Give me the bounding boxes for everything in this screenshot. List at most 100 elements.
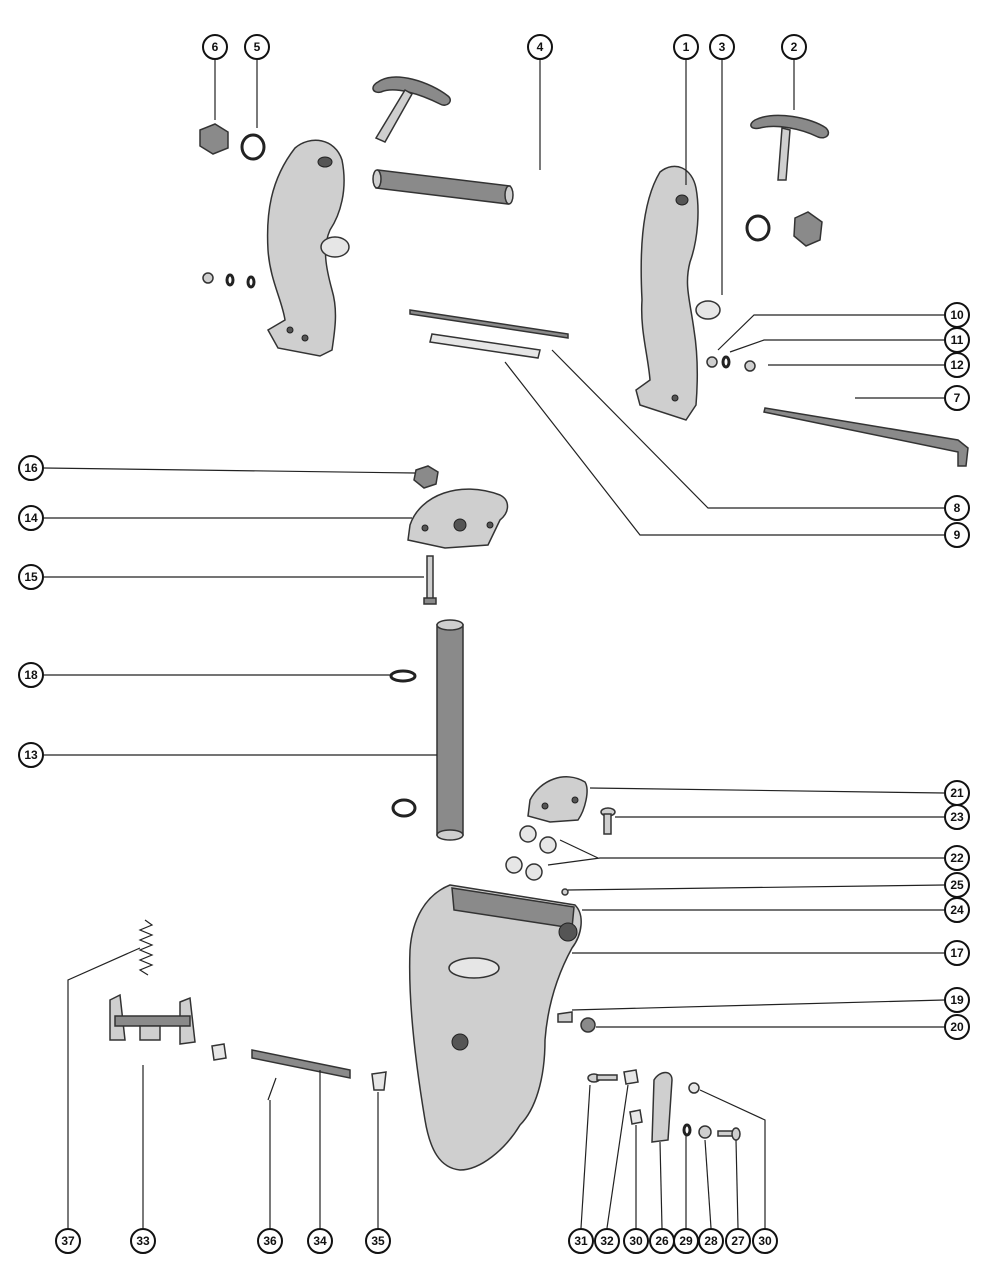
bushing-32	[623, 1069, 639, 1085]
callout-37: 37	[55, 1228, 81, 1254]
left-bracket-bolt-hole	[286, 326, 294, 334]
left-small-nut	[202, 272, 214, 284]
right-nut	[793, 211, 823, 247]
callout-label: 31	[574, 1234, 588, 1248]
callout-circle	[698, 1228, 724, 1254]
callout-28: 28	[698, 1228, 724, 1254]
callout-circle	[257, 1228, 283, 1254]
grommet-22	[519, 825, 537, 843]
callout-circle	[944, 804, 970, 830]
callout-label: 27	[731, 1234, 745, 1248]
callout-label: 1	[683, 40, 690, 54]
callout-6: 6	[202, 34, 228, 60]
callout-circle	[594, 1228, 620, 1254]
callout-circle	[944, 352, 970, 378]
plug-20	[580, 1017, 596, 1033]
callout-26: 26	[649, 1228, 675, 1254]
callout-29: 29	[673, 1228, 699, 1254]
left-bracket-hole	[317, 156, 333, 168]
callout-label: 13	[24, 748, 38, 762]
callout-33: 33	[130, 1228, 156, 1254]
left-bracket-pad	[320, 236, 350, 258]
callout-label: 3	[719, 40, 726, 54]
callout-10: 10	[944, 302, 970, 328]
callout-label: 30	[629, 1234, 643, 1248]
callout-label: 8	[954, 501, 961, 515]
callout-circle	[673, 34, 699, 60]
callout-label: 21	[950, 786, 964, 800]
right-bracket-hole	[675, 194, 689, 206]
callout-label: 37	[61, 1234, 75, 1248]
callout-22: 22	[944, 845, 970, 871]
callout-21: 21	[944, 780, 970, 806]
callout-label: 35	[371, 1234, 385, 1248]
o-ring-18	[389, 669, 417, 683]
screw-19	[557, 1011, 573, 1023]
callout-label: 18	[24, 668, 38, 682]
bolt-31	[587, 1073, 618, 1083]
callout-18: 18	[18, 662, 44, 688]
left-nut	[199, 123, 229, 155]
grommet-22	[525, 863, 543, 881]
callout-7: 7	[944, 385, 970, 411]
callout-label: 11	[951, 333, 964, 347]
callout-label: 19	[950, 993, 964, 1007]
nut-16	[413, 465, 439, 489]
left-small-washer	[246, 275, 256, 289]
callout-label: 32	[600, 1234, 614, 1248]
callout-label: 26	[655, 1234, 669, 1248]
callout-circle	[18, 662, 44, 688]
leader-lines	[43, 60, 945, 1229]
callout-9: 9	[944, 522, 970, 548]
callout-23: 23	[944, 804, 970, 830]
callout-circle	[944, 845, 970, 871]
callout-11: 11	[944, 327, 970, 353]
callout-circle	[944, 495, 970, 521]
callout-circle	[944, 987, 970, 1013]
right-clamp-bracket	[635, 165, 699, 421]
washer-29	[682, 1123, 692, 1137]
callout-circle	[365, 1228, 391, 1254]
right-bracket-pad	[695, 300, 721, 320]
grommet-22	[505, 856, 523, 874]
callout-circle	[307, 1228, 333, 1254]
callout-circle	[202, 34, 228, 60]
callout-31: 31	[568, 1228, 594, 1254]
callout-circle	[944, 872, 970, 898]
callout-label: 24	[950, 903, 964, 917]
callout-15: 15	[18, 564, 44, 590]
callout-label: 4	[537, 40, 544, 54]
lock-washer-11	[721, 355, 731, 369]
washer-28	[698, 1125, 712, 1139]
callout-16: 16	[18, 455, 44, 481]
swivel-plate	[407, 488, 509, 549]
callout-19: 19	[944, 987, 970, 1013]
callout-label: 14	[24, 511, 38, 525]
right-t-handle-screw	[750, 114, 830, 181]
callout-2: 2	[781, 34, 807, 60]
callout-4: 4	[527, 34, 553, 60]
swivel-tube	[436, 619, 464, 841]
callout-label: 12	[950, 358, 964, 372]
spring-37	[138, 919, 154, 976]
left-small-washer	[225, 273, 235, 287]
bushing	[211, 1043, 227, 1061]
callout-circle	[709, 34, 735, 60]
callout-5: 5	[244, 34, 270, 60]
callout-13: 13	[18, 742, 44, 768]
lower-o-ring	[391, 798, 417, 818]
left-t-handle-screw	[372, 76, 452, 143]
callout-circle	[244, 34, 270, 60]
callout-label: 28	[704, 1234, 718, 1248]
pin-25	[561, 888, 569, 896]
callout-36: 36	[257, 1228, 283, 1254]
callout-label: 25	[950, 878, 964, 892]
callout-circle	[752, 1228, 778, 1254]
grommet-22	[539, 836, 557, 854]
bushing-30-right	[688, 1082, 700, 1094]
callout-label: 22	[950, 851, 964, 865]
nut-12	[744, 360, 756, 372]
callout-label: 15	[24, 570, 38, 584]
left-clamp-bracket	[266, 139, 345, 357]
